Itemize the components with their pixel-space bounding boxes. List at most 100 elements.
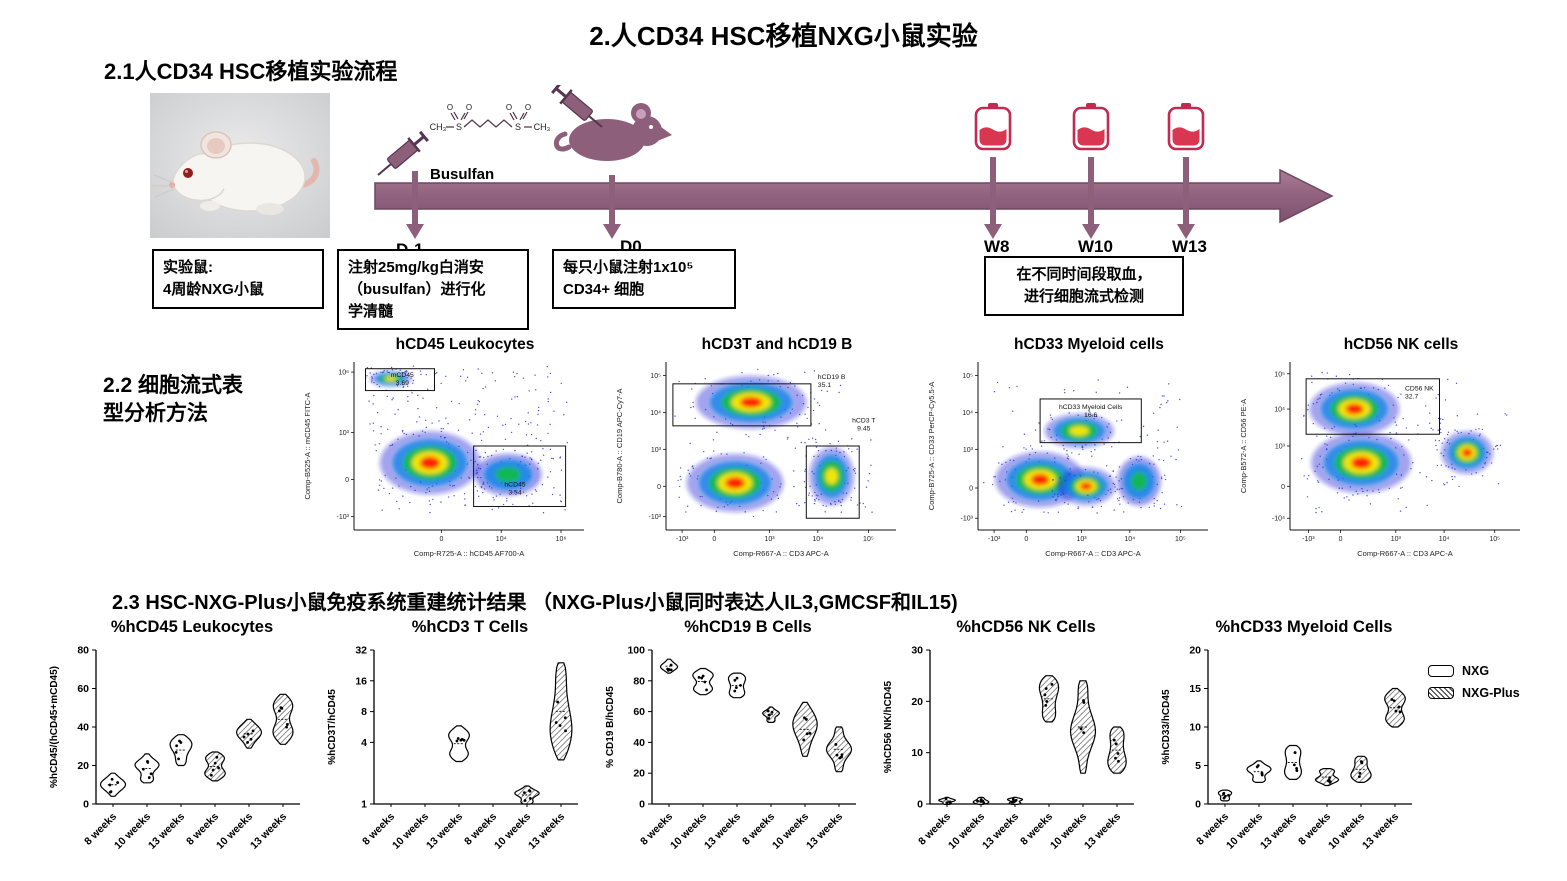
svg-text:% CD19 B/hCD45: % CD19 B/hCD45 — [605, 686, 616, 768]
busulfan-o: O — [447, 103, 453, 112]
violin-chart-title: %hCD3 T Cells — [411, 618, 529, 636]
nxg-mouse-photo — [150, 93, 330, 238]
legend-label-nxg-plus: NXG-Plus — [1462, 686, 1520, 700]
mouse-eye-highlight — [185, 170, 188, 173]
svg-text:CD56 NK: CD56 NK — [1405, 386, 1434, 393]
svg-text:5: 5 — [1195, 760, 1201, 772]
svg-text:mCD45: mCD45 — [391, 372, 414, 379]
timepoint-arrow-w8 — [984, 157, 1002, 239]
svg-text:hCD3 T: hCD3 T — [852, 417, 875, 424]
svg-text:0: 0 — [1195, 799, 1201, 811]
svg-text:20: 20 — [911, 696, 923, 708]
info-box-blood-sampling: 在不同时间段取血， 进行细胞流式检测 — [984, 256, 1184, 316]
svg-text:0: 0 — [917, 799, 923, 811]
flow-density-layer — [1300, 371, 1508, 514]
svg-text:%hCD33/hCD45: %hCD33/hCD45 — [1161, 689, 1172, 764]
svg-text:10⁴: 10⁴ — [1274, 407, 1285, 414]
section-2-2-heading-line: 2.2 细胞流式表 — [103, 374, 244, 397]
svg-text:10⁵: 10⁵ — [863, 536, 874, 543]
busulfan-o: O — [466, 103, 472, 112]
section-2-3-heading: 2.3 HSC-NXG-Plus小鼠免疫系统重建统计结果 （NXG-Plus小鼠… — [112, 592, 958, 614]
violin-shapes — [448, 662, 573, 805]
svg-text:35.1: 35.1 — [818, 382, 831, 389]
legend-swatch-nxg-plus — [1428, 687, 1454, 699]
svg-text:20: 20 — [633, 768, 645, 780]
svg-text:-10³: -10³ — [988, 536, 1001, 543]
svg-text:10⁴: 10⁴ — [812, 536, 823, 543]
svg-text:10³: 10³ — [1391, 536, 1402, 543]
svg-text:10⁴: 10⁴ — [1439, 536, 1450, 543]
svg-text:20: 20 — [1189, 645, 1201, 657]
svg-text:0: 0 — [1281, 484, 1285, 491]
svg-text:13 weeks: 13 weeks — [702, 811, 743, 852]
info-box-line: 进行细胞流式检测 — [1023, 287, 1144, 305]
svg-text:10⁶: 10⁶ — [338, 370, 349, 377]
svg-text:13 weeks: 13 weeks — [526, 811, 567, 852]
svg-text:9.45: 9.45 — [857, 425, 870, 432]
svg-text:Comp-B780-A :: CD19 APC-Cy7-A: Comp-B780-A :: CD19 APC-Cy7-A — [615, 388, 624, 503]
svg-text:0: 0 — [657, 484, 661, 491]
mouse-head — [172, 152, 225, 202]
svg-text:0: 0 — [969, 486, 973, 493]
svg-text:-10³: -10³ — [337, 514, 350, 521]
svg-text:10⁵: 10⁵ — [1274, 371, 1285, 378]
svg-text:13 weeks: 13 weeks — [1082, 811, 1123, 852]
svg-text:40: 40 — [633, 737, 645, 749]
svg-text:8: 8 — [361, 706, 367, 718]
mouse-icon-body — [569, 119, 645, 161]
svg-text:hCD45: hCD45 — [504, 481, 525, 488]
mouse-nose — [169, 182, 175, 188]
svg-text:32.7: 32.7 — [1405, 394, 1418, 401]
mouse-icon-tail — [554, 131, 572, 152]
mouse-icon-head — [632, 116, 662, 146]
blood-bag-icon-w13 — [1167, 101, 1205, 151]
svg-text:40: 40 — [77, 722, 89, 734]
svg-text:3.69: 3.69 — [396, 380, 409, 387]
section-2-1-heading: 2.1人CD34 HSC移植实验流程 — [104, 59, 398, 84]
busulfan-s-right: S — [515, 122, 521, 132]
svg-text:30: 30 — [911, 645, 923, 657]
violin-shapes — [659, 658, 853, 773]
svg-text:10⁵: 10⁵ — [1175, 536, 1186, 543]
svg-text:13 weeks: 13 weeks — [1360, 811, 1401, 852]
svg-text:Comp-B525-A :: mCD45 FITC-A: Comp-B525-A :: mCD45 FITC-A — [303, 392, 312, 499]
svg-text:10⁵: 10⁵ — [962, 373, 973, 380]
timepoint-arrow-w10 — [1082, 157, 1100, 239]
violin-shapes — [1217, 687, 1406, 802]
svg-text:10: 10 — [911, 747, 923, 759]
svg-text:10³: 10³ — [339, 430, 350, 437]
section-2-2-heading-line: 型分析方法 — [103, 402, 208, 426]
svg-text:10⁵: 10⁵ — [650, 373, 661, 380]
violin-shapes — [99, 693, 294, 797]
busulfan-syringe-icon — [370, 128, 432, 184]
timepoint-label-w8: W8 — [984, 237, 1010, 256]
mouse-whiskers — [152, 174, 175, 198]
svg-text:%hCD56 NK/hCD45: %hCD56 NK/hCD45 — [883, 680, 894, 773]
svg-text:10⁵: 10⁵ — [1489, 536, 1500, 543]
svg-text:13 weeks: 13 weeks — [1258, 811, 1299, 852]
svg-text:13 weeks: 13 weeks — [248, 811, 289, 852]
info-box-line: 实验鼠: — [163, 259, 213, 276]
violin-shapes — [938, 675, 1127, 805]
info-box-line: （busulfan）进行化 — [348, 280, 486, 298]
info-box-line: 学清髓 — [348, 302, 394, 320]
info-box-busulfan: 注射25mg/kg白消安 （busulfan）进行化 学清髓 — [337, 249, 529, 331]
flow-density-layer — [983, 379, 1183, 514]
svg-text:hCD33 Myeloid Cells: hCD33 Myeloid Cells — [1059, 404, 1123, 411]
